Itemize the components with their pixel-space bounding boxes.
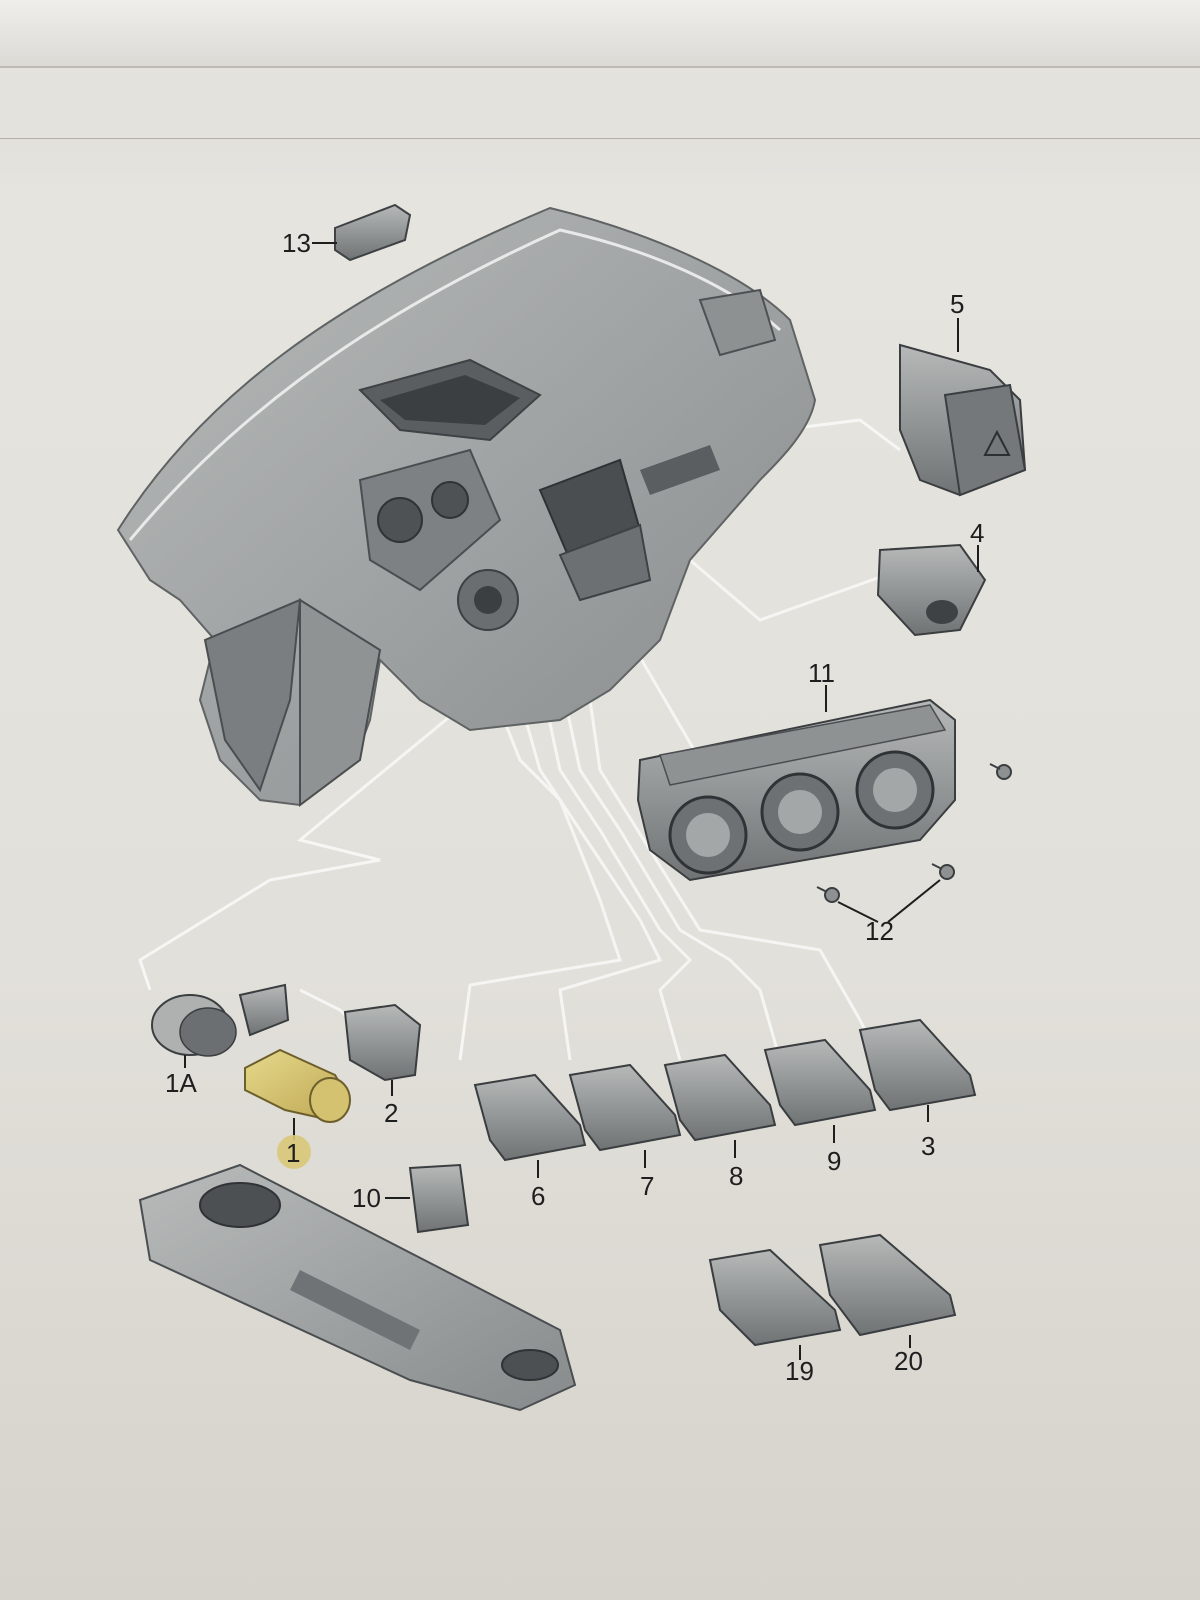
callout-5: 5: [950, 289, 964, 319]
callout-10: 10: [352, 1183, 381, 1213]
part-1a-ring-housing: 1A: [151, 983, 290, 1098]
screen-top-edge: [0, 0, 1200, 68]
callout-9: 9: [827, 1146, 841, 1176]
switch-row: 6 7 8 9 3: [473, 1018, 977, 1211]
callout-2: 2: [384, 1098, 398, 1128]
part-20-switch-module: 20: [818, 1233, 957, 1376]
callout-20: 20: [894, 1346, 923, 1376]
callout-13: 13: [282, 228, 311, 258]
part-2-switch: 2: [343, 1003, 422, 1128]
part-4-socket: 4: [876, 518, 987, 637]
callout-11: 11: [808, 658, 835, 688]
callout-8: 8: [729, 1161, 743, 1191]
part-9-switch-module: 9: [763, 1038, 877, 1176]
callout-1a: 1A: [165, 1068, 197, 1098]
part-7-switch-module: 7: [568, 1063, 682, 1201]
part-1-lighter-insert: 1: [244, 1048, 352, 1169]
center-console: [138, 1163, 577, 1412]
callout-6: 6: [531, 1181, 545, 1211]
callout-7: 7: [640, 1171, 654, 1201]
callout-4: 4: [970, 518, 984, 548]
callout-19: 19: [785, 1356, 814, 1386]
callout-3: 3: [921, 1131, 935, 1161]
callout-12: 12: [865, 916, 894, 946]
viewer-header-strip: [0, 68, 1200, 139]
part-10-usb-socket: 10: [352, 1163, 470, 1234]
callout-1: 1: [286, 1138, 300, 1168]
highlight-marker: [277, 1135, 311, 1169]
part-12-screws: 12: [816, 763, 1012, 946]
part-8-switch-module: 8: [663, 1053, 777, 1191]
part-5-hazard-switch: 5: [899, 289, 1027, 497]
part-3-switch-module: 3: [858, 1018, 977, 1161]
part-19-switch-module: 19: [708, 1248, 842, 1386]
part-13-trim-cover: 13: [282, 203, 412, 262]
part-11-climate-control-unit: 11: [636, 658, 956, 882]
part-6-switch-module: 6: [473, 1073, 587, 1211]
dashboard-panel: [116, 206, 817, 807]
